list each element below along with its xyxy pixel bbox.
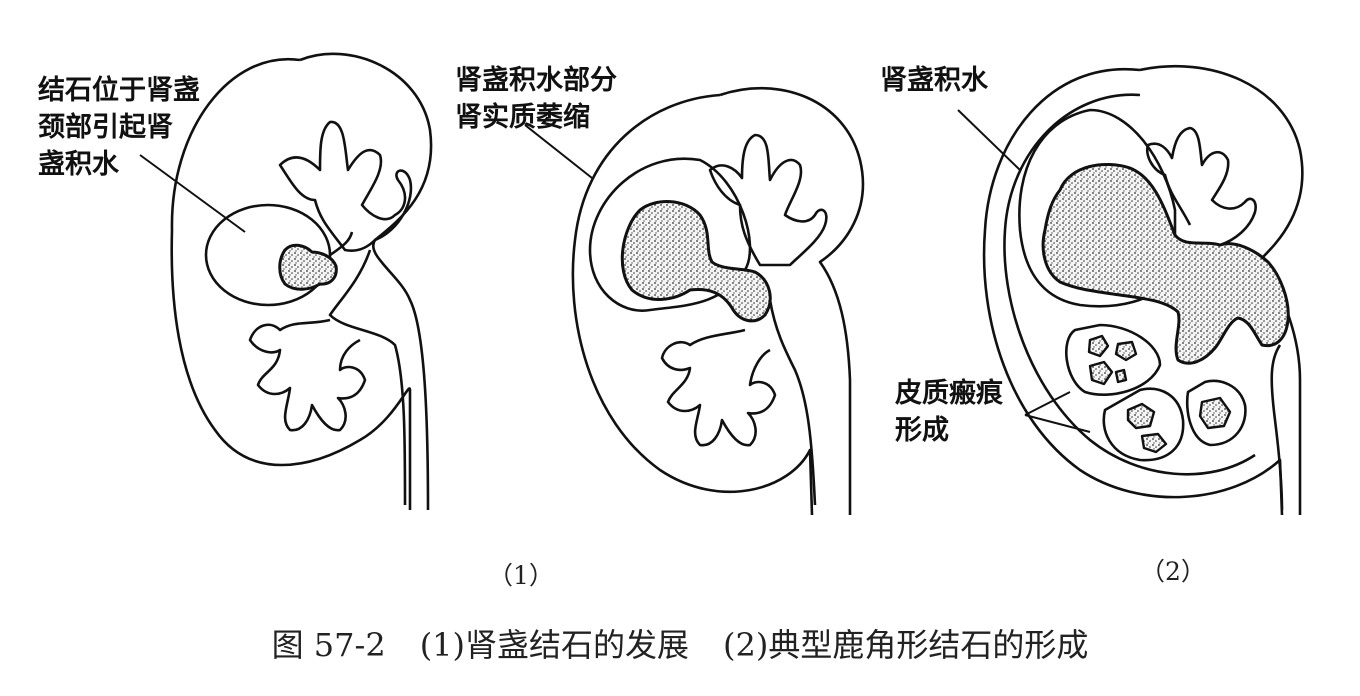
kidney-3-staghorn-stone [1041,163,1290,365]
small-stone-2 [1114,340,1138,362]
kidney-2-dilated-calyx [588,157,752,312]
kidney-1-label-line-2: 颈部引起肾 [38,112,173,143]
kidney-1-outline [170,57,412,510]
kidney-2-outline [571,93,814,516]
kidney-3-label-scar-line-2: 形成 [895,415,949,446]
caption-part-1: (1)肾盏结石的发展 [419,626,690,664]
kidney-1-leader [139,154,246,233]
kidney-1-stone [278,243,338,291]
kidney-1-label: 结石位于肾盏 颈部引起肾 盏积水 [38,72,200,183]
small-stone-4 [1114,368,1128,384]
kidney-3-label-top-text: 肾盏积水 [880,65,988,96]
figure-caption: 图 57-2 (1)肾盏结石的发展 (2)典型鹿角形结石的形成 [0,620,1360,666]
kidney-3-upper-calyx [1146,126,1257,247]
kidney-3-label-scar-line-1: 皮质瘢痕 [895,378,1003,409]
kidney-2-outline-top [719,86,865,515]
caption-part-2: (2)典型鹿角形结石的形成 [723,626,1089,664]
kidney-2-label: 肾盏积水部分 肾实质萎缩 [455,62,617,136]
kidney-3-label-scar: 皮质瘢痕 形成 [895,375,1003,449]
kidney-3-outline [982,67,1284,516]
kidney-2 [524,86,865,516]
kidney-3-lower-sac-1 [1064,323,1162,396]
kidney-1-lower-calyx [248,318,367,432]
kidney-3-lower-sac-3 [1185,379,1247,447]
kidney-2-stone [620,200,772,323]
kidney-3-outline-top [1139,65,1304,515]
kidney-3-leader-top [957,109,1021,171]
kidney-3 [957,65,1304,516]
kidney-2-lower-calyx [660,328,777,447]
kidney-2-label-line-1: 肾盏积水部分 [455,65,617,96]
kidney-2-leader [524,124,593,179]
caption-number: 图 57-2 [271,626,386,664]
kidney-1 [139,52,433,511]
kidney-3-leader-scar-2 [1024,414,1091,433]
small-stone-5 [1126,402,1156,430]
small-stone-1 [1087,334,1110,358]
kidney-3-leader-scar-1 [1024,391,1071,416]
small-stone-7 [1198,396,1232,430]
kidney-3-label-top: 肾盏积水 [880,62,988,99]
subfigure-label-1: （1） [488,561,554,590]
kidney-1-label-line-1: 结石位于肾盏 [38,75,200,106]
kidney-3-small-stones [1087,334,1232,454]
kidney-3-upper-sac [1018,108,1177,308]
kidney-2-label-line-2: 肾实质萎缩 [455,102,590,133]
kidney-stone-diagram [139,52,1304,516]
kidney-2-upper-calyx [708,133,828,267]
kidney-3-lower-sac-2 [1102,387,1185,462]
kidney-1-label-line-3: 盏积水 [38,149,119,180]
kidney-1-upper-calyx [278,120,413,252]
small-stone-3 [1088,360,1114,386]
small-stone-6 [1140,432,1168,454]
subfigure-label-2: （2） [1140,557,1206,586]
